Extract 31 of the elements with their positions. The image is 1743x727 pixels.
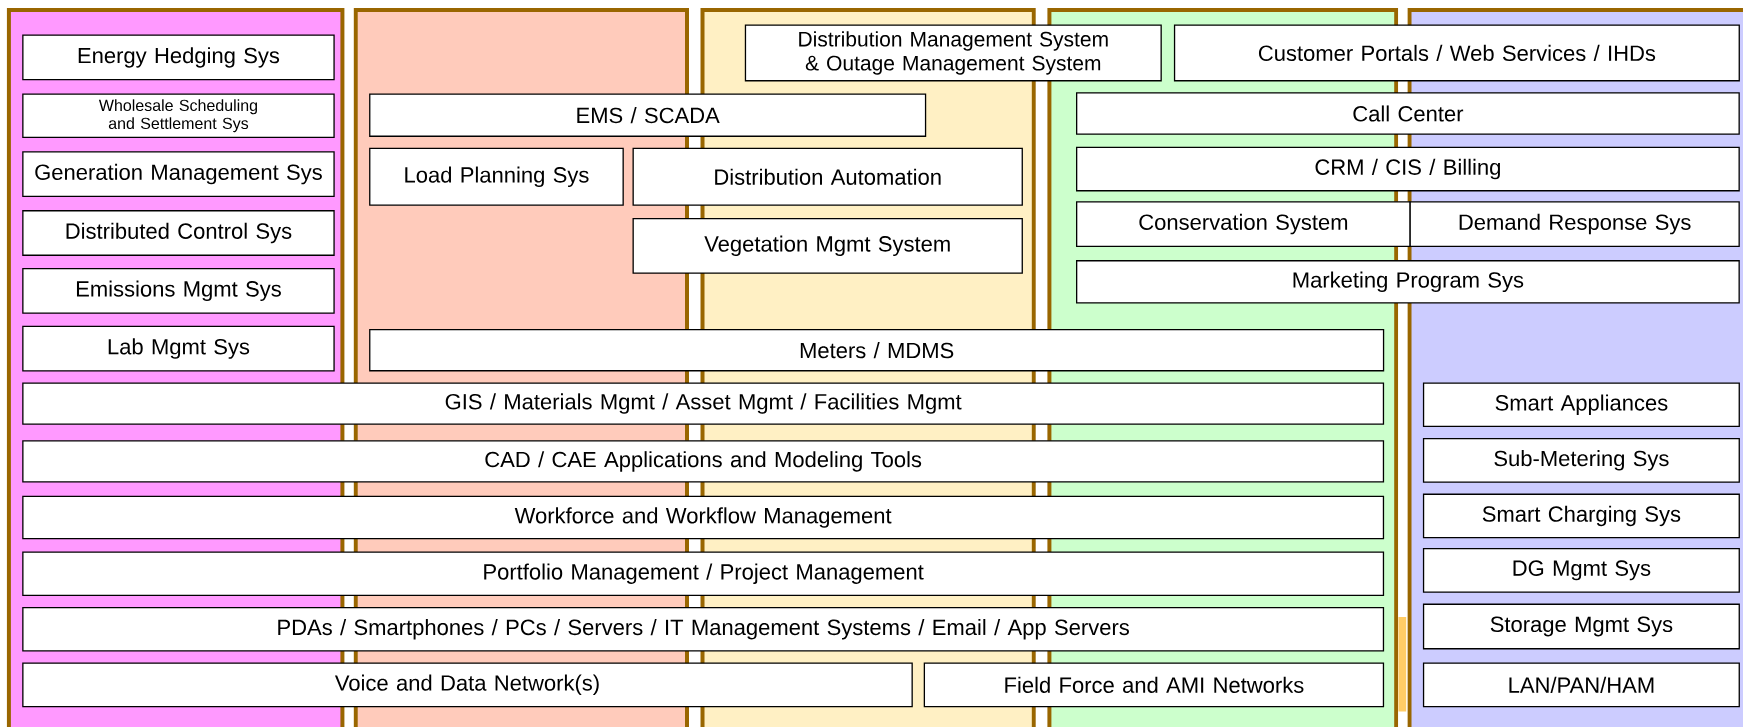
system-box: Call Center <box>1076 92 1740 135</box>
system-box: Demand Response Sys <box>1409 201 1740 247</box>
system-box: Voice and Data Network(s) <box>22 662 913 708</box>
system-box: Conservation System <box>1076 201 1411 247</box>
system-box: Smart Charging Sys <box>1422 493 1740 539</box>
system-box: Customer Portals / Web Services / IHDs <box>1173 24 1740 82</box>
system-box: CAD / CAE Applications and Modeling Tools <box>22 440 1385 483</box>
system-box: Energy Hedging Sys <box>22 34 335 81</box>
system-box: Lab Mgmt Sys <box>22 325 335 372</box>
system-box: CRM / CIS / Billing <box>1076 146 1740 192</box>
system-box: Wholesale Scheduling and Settlement Sys <box>22 93 335 139</box>
system-box: Vegetation Mgmt System <box>632 217 1023 274</box>
system-box: Load Planning Sys <box>369 147 624 206</box>
system-box: Field Force and AMI Networks <box>923 662 1385 708</box>
system-box: Meters / MDMS <box>369 329 1385 372</box>
system-box: LAN/PAN/HAM <box>1422 662 1740 708</box>
system-box: Emissions Mgmt Sys <box>22 267 335 314</box>
system-box: Sub-Metering Sys <box>1422 438 1740 483</box>
system-box: Generation Management Sys <box>22 151 335 197</box>
system-box: PDAs / Smartphones / PCs / Servers / IT Management Systems / Email / App Servers <box>22 606 1385 652</box>
system-box: EMS / SCADA <box>369 93 927 137</box>
system-box: Distributed Control Sys <box>22 210 335 256</box>
system-box: Distribution Automation <box>632 147 1023 206</box>
system-box: GIS / Materials Mgmt / Asset Mgmt / Facilities Mgmt <box>22 382 1385 425</box>
system-box: Portfolio Management / Project Management <box>22 551 1385 597</box>
system-box: DG Mgmt Sys <box>1422 548 1740 593</box>
system-box: Distribution Management System & Outage Management System <box>744 24 1162 82</box>
system-box: Smart Appliances <box>1422 382 1740 428</box>
system-box: Marketing Program Sys <box>1076 260 1740 304</box>
system-box: Storage Mgmt Sys <box>1422 603 1740 650</box>
system-box: Workforce and Workflow Management <box>22 495 1385 540</box>
